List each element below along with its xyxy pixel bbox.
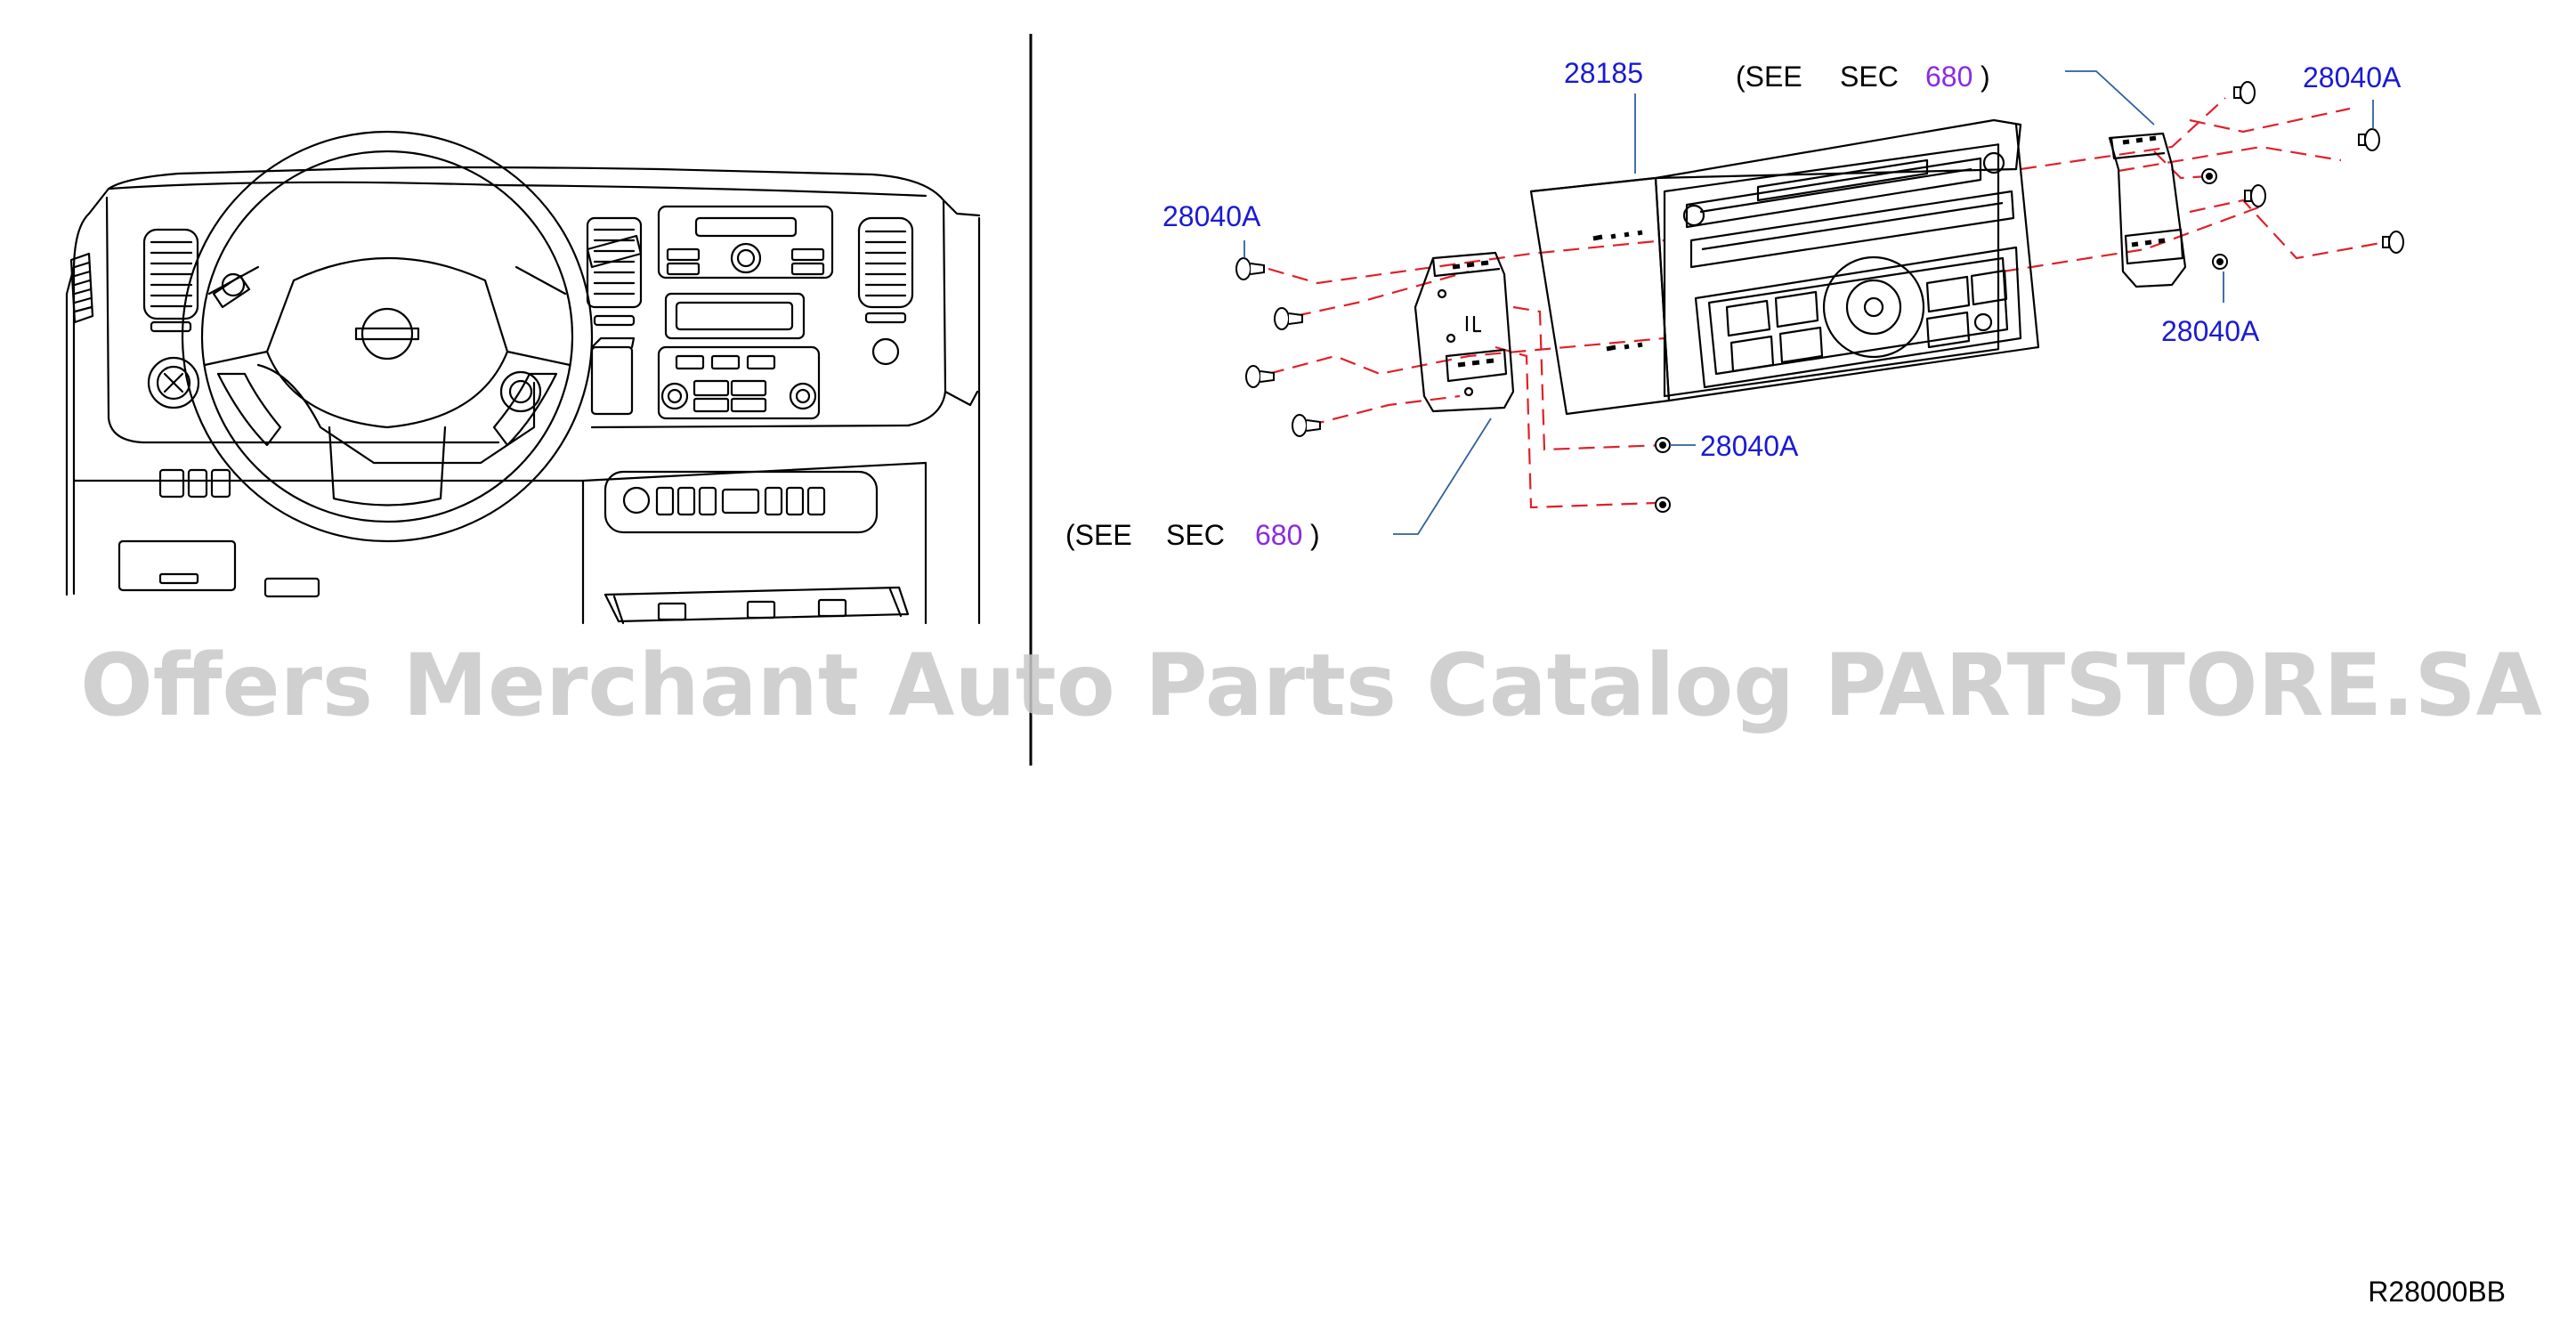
see-sec-suffix: ) (1310, 519, 1320, 551)
see-sec-680-left[interactable]: (SEE SEC 680 ) (1065, 519, 1320, 551)
callout-28040a-left[interactable]: 28040A (1162, 200, 1261, 232)
see-sec-number[interactable]: 680 (1255, 519, 1302, 551)
dashboard-overview-illustration (65, 130, 981, 625)
right-mounting-bracket (2108, 132, 2187, 288)
assembly-guide-lines (1268, 97, 2386, 509)
screw-icon (2358, 128, 2380, 151)
callout-leader-lines (1243, 70, 2374, 535)
screw-icon (1245, 365, 1275, 388)
nut-icon (1655, 497, 1671, 513)
screw-icon (1274, 307, 1303, 330)
left-side-vent (69, 252, 94, 324)
center-stack-audio-unit (657, 205, 834, 280)
screw-icon (2233, 81, 2256, 104)
steering-wheel (181, 130, 594, 543)
climate-control-panel (657, 345, 821, 420)
nissan-emblem (354, 307, 420, 361)
mounting-screws (1235, 81, 2404, 513)
screw-icon (2382, 231, 2404, 254)
lower-switch-bank (603, 470, 879, 534)
see-sec-680-top[interactable]: (SEE SEC 680 ) (1736, 61, 1990, 93)
see-sec-number[interactable]: 680 (1925, 61, 1973, 93)
nut-icon (1655, 437, 1671, 453)
floor-console-tray (603, 586, 910, 625)
callout-28040a-right-bracket[interactable]: 28040A (2161, 315, 2260, 347)
nut-icon (2201, 168, 2217, 184)
left-center-vent (142, 228, 199, 333)
screw-icon (1292, 414, 1321, 437)
audio-unit-28185 (1529, 118, 2040, 416)
screw-icon (1235, 257, 1265, 280)
see-sec-suffix: ) (1981, 61, 1990, 93)
callout-28185[interactable]: 28185 (1564, 57, 1643, 89)
right-center-vent (857, 216, 914, 366)
diagram-code: R28000BB (2368, 1276, 2506, 1308)
see-sec-word: SEC (1166, 519, 1225, 551)
screw-icon (2244, 184, 2266, 207)
callout-28040a-bottom[interactable]: 28040A (1700, 430, 1799, 462)
see-sec-prefix: (SEE (1736, 61, 1802, 93)
see-sec-prefix: (SEE (1065, 519, 1132, 551)
nut-icon (2212, 254, 2228, 270)
watermark-text: Offers Merchant Auto Parts Catalog PARTS… (80, 636, 2542, 735)
see-sec-word: SEC (1840, 61, 1899, 93)
left-mounting-bracket (1414, 251, 1515, 413)
callout-28040a-top-right[interactable]: 28040A (2303, 61, 2402, 93)
center-left-vent (586, 216, 643, 327)
